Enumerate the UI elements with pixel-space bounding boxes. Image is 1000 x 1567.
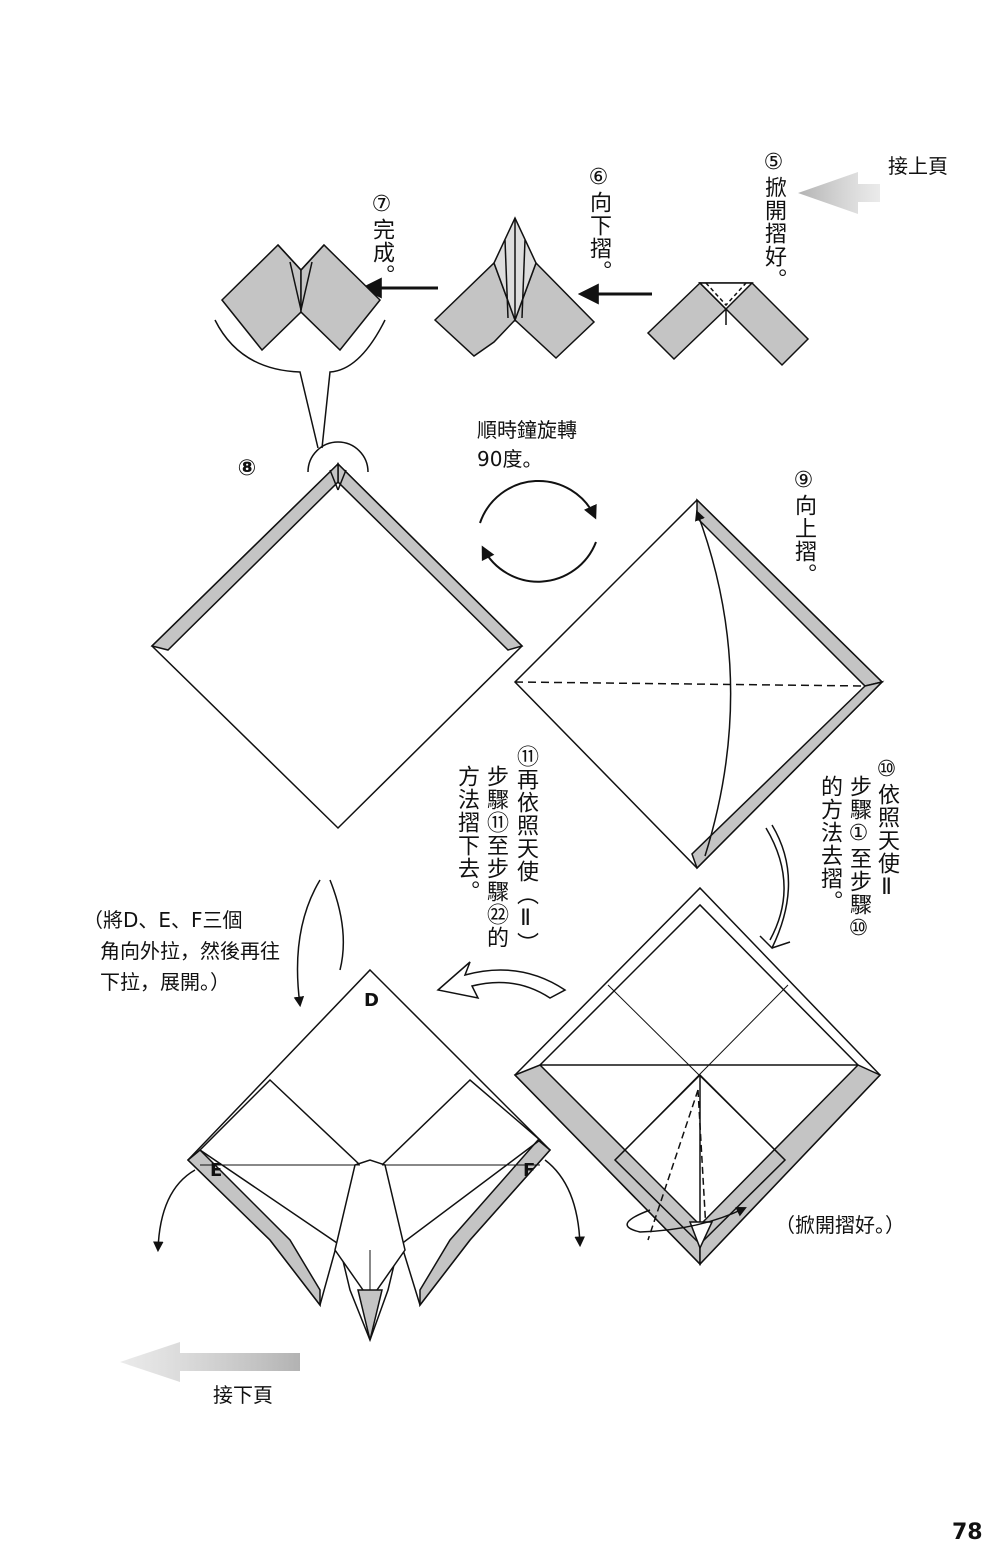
step8-figure xyxy=(150,462,524,830)
step11-caption-col1: ⑪再依照天使（Ⅱ） xyxy=(513,745,538,955)
rotate-note-line1: 順時鐘旋轉 xyxy=(477,418,577,442)
pull-note-line3: 下拉，展開。） xyxy=(100,970,230,994)
zoom-circle xyxy=(307,441,369,473)
step10-caption-col2: 步驟①至步驟⑩ xyxy=(846,775,871,942)
step7-caption: ⑦完成。 xyxy=(369,192,394,287)
pull-note-line1: （將D、E、F三個 xyxy=(83,908,243,932)
step9-caption: ⑨向上摺。 xyxy=(791,468,816,586)
step8-number: ⑧ xyxy=(237,456,257,481)
step6-figure xyxy=(433,216,596,360)
step7-figure xyxy=(220,243,382,352)
prev-page-arrow xyxy=(798,172,880,214)
step11-caption-col3: 方法摺下去。 xyxy=(454,765,479,903)
step5-figure xyxy=(646,281,810,367)
zoom-callout xyxy=(214,319,386,449)
corner-e-label: E xyxy=(210,1160,223,1181)
rotate-clockwise-arrows xyxy=(479,479,597,583)
next-page-arrow xyxy=(120,1342,300,1382)
rotate-note-line2: 90度。 xyxy=(477,447,543,471)
corner-d-label: D xyxy=(364,990,379,1011)
final-figure xyxy=(153,879,585,1343)
arrow-step9-to-10 xyxy=(759,824,791,950)
corner-f-label: F xyxy=(523,1160,536,1181)
prev-page-label: 接上頁 xyxy=(888,154,948,178)
arrow-step10-to-11 xyxy=(436,961,567,1000)
step5-caption: ⑤掀開摺好。 xyxy=(761,150,786,291)
step9-figure xyxy=(513,498,885,870)
step10-caption-col3: 的方法去摺。 xyxy=(817,775,842,913)
step10-figure xyxy=(513,886,882,1266)
step6-caption: ⑥向下摺。 xyxy=(586,165,611,283)
step11-caption-col2: 步驟⑪至步驟㉒的 xyxy=(483,765,508,949)
step10-caption-col1: ⑩依照天使Ⅱ xyxy=(874,757,899,901)
next-page-label: 接下頁 xyxy=(213,1383,273,1407)
page-number: 78 xyxy=(952,1520,983,1545)
pull-note-line2: 角向外拉，然後再往 xyxy=(100,939,280,963)
open-fold-note: （掀開摺好。） xyxy=(775,1213,905,1237)
